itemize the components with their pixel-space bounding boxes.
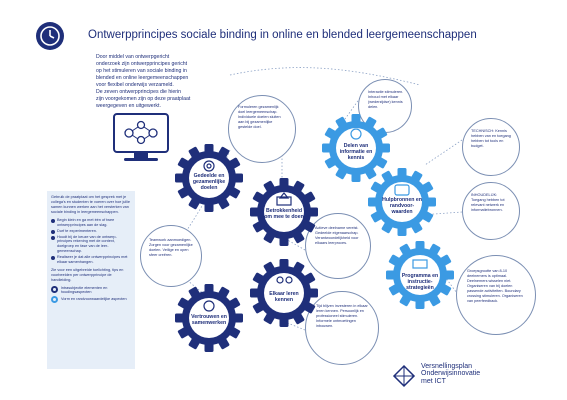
gear-label-resources: Hulpbronnen en randvoor-waarden <box>382 197 422 215</box>
gear-label-involvement: Betrokkenheid om mee te doen <box>264 208 304 220</box>
bubble-trust: Teamwork aanmoedigen. Zorgen voor gezame… <box>140 225 202 287</box>
gear-label-program: Programma en instructie-strategieën <box>401 273 439 291</box>
clock-icon <box>36 22 64 50</box>
page-title: Ontwerpprincipes sociale binding in onli… <box>88 29 477 41</box>
gear-label-information: Delen van informatie en kennis <box>339 143 373 161</box>
bubble-technical: TECHNISCH: Kennis hebben van en toegang … <box>462 118 520 176</box>
computer-illustration <box>108 108 174 172</box>
bubble-involvement: Actieve deelname vereist. Gedeelde eigen… <box>305 213 371 279</box>
instructions-card: Gebruik de praatplaat om het gesprek met… <box>47 191 135 369</box>
gear-label-trust: Vertrouwen en samenwerken <box>191 314 227 326</box>
gear-label-know: Elkaar leren kennen <box>269 291 299 303</box>
bubble-goals: Formuleren gezamenlijk doel leergemeensc… <box>228 95 296 163</box>
gear-label-goals: Gedeelde en gezamenlijke doelen <box>192 173 226 191</box>
bubble-content: INHOUDELIJK: Toegang hebben tot relevant… <box>462 182 520 240</box>
bubble-program: Groepsgrootte van 8-10 deelnemers is opt… <box>456 255 536 335</box>
bubble-know: Tijd blijven investeren in elkaar leren … <box>305 291 379 365</box>
logo: Versnellingsplan Onderwijsinnovatie met … <box>391 361 511 391</box>
